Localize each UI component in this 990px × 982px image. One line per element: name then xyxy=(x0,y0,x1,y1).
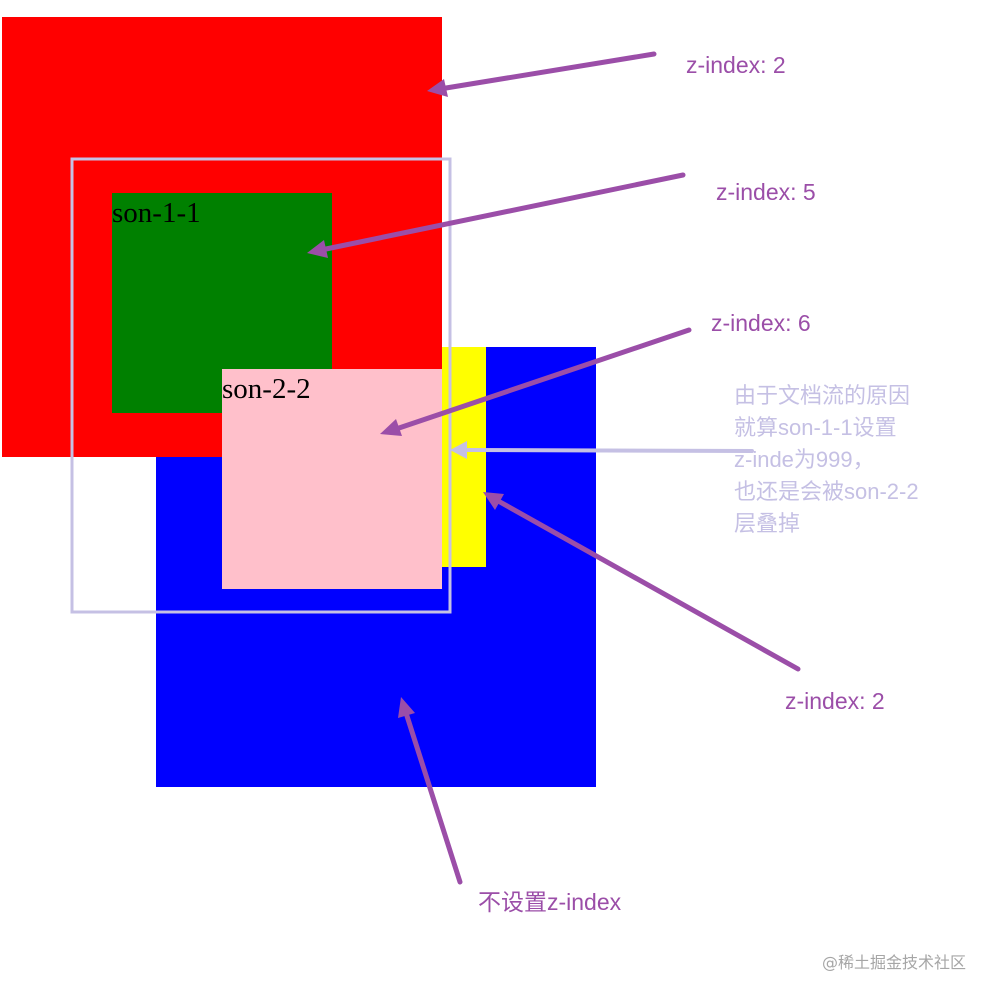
pink-box-son-2-2: son-2-2 xyxy=(222,369,442,589)
son-1-1-label: son-1-1 xyxy=(112,197,201,229)
yellow-box xyxy=(442,347,486,567)
callout-green-box-z-index: z-index: 5 xyxy=(716,179,816,205)
son-2-2-label: son-2-2 xyxy=(222,373,311,405)
callout-yellow-box-z-index: z-index: 2 xyxy=(785,688,885,714)
arrow-to-red-box xyxy=(427,51,657,97)
callout-blue-box-no-z-index: 不设置z-index xyxy=(478,889,622,915)
note-line: 就算son-1-1设置 xyxy=(734,415,897,440)
note-line: 层叠掉 xyxy=(734,511,801,536)
explanation-note: 由于文档流的原因 就算son-1-1设置 z-inde为999， 也还是会被so… xyxy=(734,380,919,540)
note-line: 也还是会被son-2-2 xyxy=(734,479,919,504)
callout-red-box-z-index: z-index: 2 xyxy=(686,52,786,78)
callout-pink-box-z-index: z-index: 6 xyxy=(711,310,811,336)
watermark: @稀土掘金技术社区 xyxy=(822,953,967,972)
note-line: 由于文档流的原因 xyxy=(734,383,911,408)
note-line: z-inde为999， xyxy=(734,447,875,472)
